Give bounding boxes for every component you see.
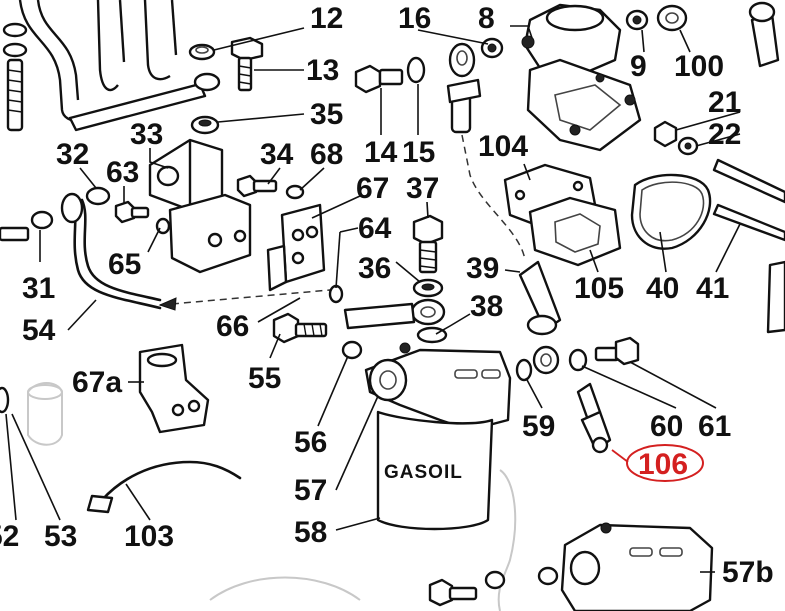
bracket-67a — [138, 343, 210, 434]
ghost-cylinder — [27, 382, 63, 446]
washer-9 — [625, 9, 649, 31]
callout-67a: 67a — [72, 366, 122, 399]
tank-label: GASOIL — [384, 462, 463, 483]
callout-22: 22 — [708, 118, 741, 151]
callout-41: 41 — [696, 272, 729, 305]
banjo-fitting — [446, 42, 482, 134]
pipe-top-right — [748, 1, 780, 68]
banjo-100 — [656, 4, 688, 32]
callout-103: 103 — [124, 520, 174, 553]
callout-58: 58 — [294, 516, 327, 549]
callout-39: 39 — [466, 252, 499, 285]
callout-14: 14 — [364, 136, 398, 169]
callout-15: 15 — [402, 136, 435, 169]
clip-64 — [328, 284, 344, 304]
callout-labels: 12 13 16 8 9 100 35 14 15 21 22 33 32 63… — [0, 2, 774, 589]
nut-21 — [653, 120, 678, 148]
washer-59 — [515, 358, 533, 382]
washer-15 — [406, 56, 426, 84]
housing-right-edge — [766, 260, 785, 334]
banjo-38 — [343, 298, 448, 344]
callout-8: 8 — [478, 2, 495, 35]
callout-33: 33 — [130, 118, 163, 151]
washer-60 — [568, 348, 588, 372]
callout-106: 106 — [638, 448, 688, 481]
callout-100: 100 — [674, 50, 724, 83]
leader-lines — [5, 25, 741, 573]
callout-13: 13 — [306, 54, 339, 87]
washer-35 — [190, 115, 220, 135]
washer-31 — [30, 210, 54, 230]
filter-canister-58: GASOIL — [376, 410, 494, 531]
washer-32 — [85, 186, 111, 206]
screw-55 — [272, 312, 328, 344]
stud-right — [712, 158, 785, 204]
callout-37: 37 — [406, 172, 439, 205]
filter-head-57b — [560, 522, 714, 611]
callout-57b: 57b — [722, 556, 774, 589]
oring-40 — [630, 173, 712, 250]
washer-68 — [285, 184, 305, 200]
callout-35: 35 — [310, 98, 343, 131]
bolt-13 — [230, 36, 264, 92]
bolt-34 — [236, 174, 278, 198]
injector-pipes — [18, 0, 221, 132]
callout-36: 36 — [358, 252, 391, 285]
callout-12: 12 — [310, 2, 343, 35]
bolt-37 — [412, 214, 444, 274]
callout-106-highlight — [626, 444, 704, 482]
part-106 — [576, 382, 612, 454]
bracket-67 — [266, 203, 326, 292]
part-52-edge — [0, 386, 10, 414]
callout-56: 56 — [294, 426, 327, 459]
washer-16 — [480, 37, 504, 59]
bolt-14 — [354, 64, 404, 94]
callout-55: 55 — [248, 362, 281, 395]
callout-65: 65 — [108, 248, 141, 281]
filter-head-57 — [364, 342, 512, 432]
callout-31: 31 — [22, 272, 55, 305]
screw-63 — [114, 200, 150, 224]
washer-56 — [341, 340, 363, 360]
stud-left — [2, 22, 28, 132]
callout-52: 52 — [0, 520, 19, 553]
callout-64: 64 — [358, 212, 392, 245]
callout-61: 61 — [698, 410, 731, 443]
gasket-105 — [528, 196, 622, 267]
bolt-61 — [594, 336, 640, 366]
callout-59: 59 — [522, 410, 555, 443]
hose-39 — [518, 260, 562, 375]
callout-40: 40 — [646, 272, 679, 305]
callout-53: 53 — [44, 520, 77, 553]
callout-32: 32 — [56, 138, 89, 171]
callout-104: 104 — [478, 130, 528, 163]
stud-31 — [0, 226, 30, 242]
washer-36 — [412, 278, 444, 298]
bolts-bottom — [428, 566, 559, 607]
washer-12 — [188, 43, 216, 61]
callout-60: 60 — [650, 410, 683, 443]
callout-67: 67 — [356, 172, 389, 205]
callout-38: 38 — [470, 290, 503, 323]
callout-16: 16 — [398, 2, 431, 35]
cable-54 — [60, 192, 331, 311]
rod-41 — [712, 203, 785, 242]
callout-21: 21 — [708, 86, 741, 119]
callout-54: 54 — [22, 314, 56, 347]
fuel-pump-8 — [521, 3, 642, 152]
callout-57: 57 — [294, 474, 327, 507]
callout-9: 9 — [630, 50, 647, 83]
callout-34: 34 — [260, 138, 294, 171]
callout-105: 105 — [574, 272, 624, 305]
washer-22 — [677, 136, 699, 156]
callout-68: 68 — [310, 138, 343, 171]
filter-head-33 — [148, 138, 252, 274]
callout-66: 66 — [216, 310, 249, 343]
callout-63: 63 — [106, 156, 139, 189]
wire-103 — [86, 460, 242, 514]
